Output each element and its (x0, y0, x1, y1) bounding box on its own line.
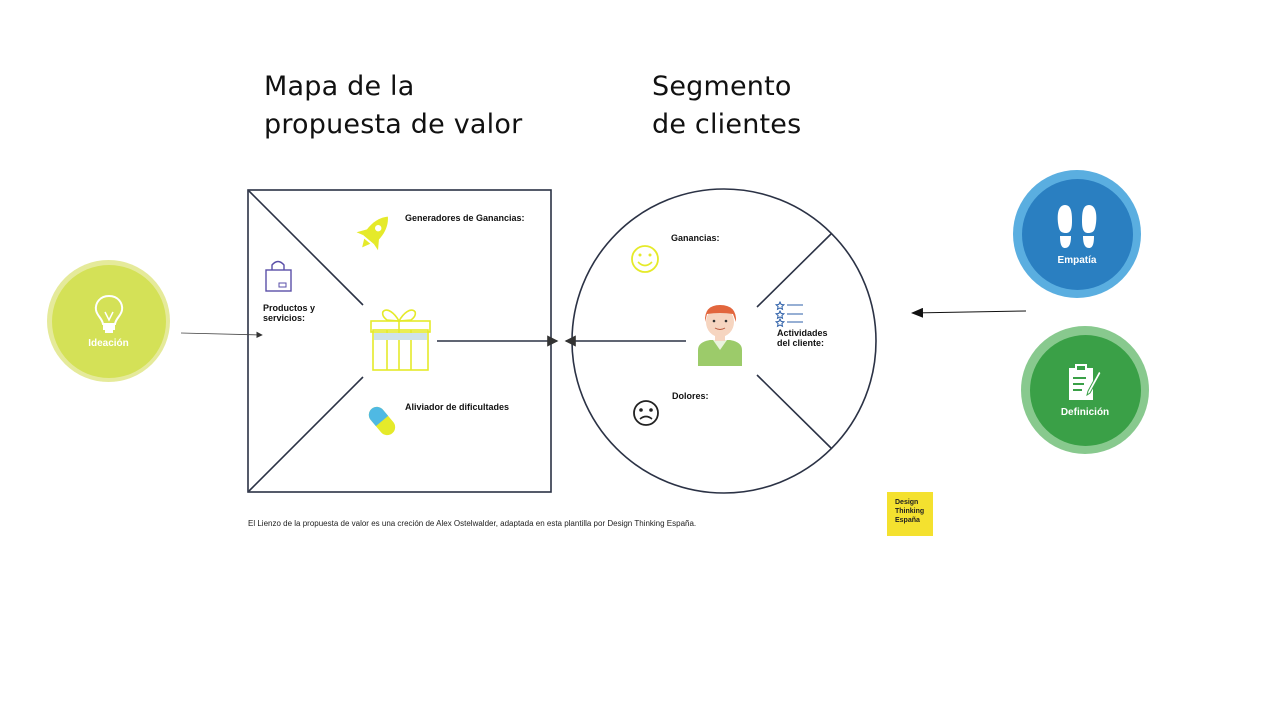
clipboard-edit-icon (1069, 363, 1102, 400)
empathy-phase-button[interactable]: Empatía (1013, 170, 1141, 298)
pain-relievers-label: Aliviador de dificultades (405, 402, 510, 412)
empathy-label: Empatía (1057, 254, 1097, 266)
checklist-icon (774, 300, 803, 328)
shopping-bag-icon (265, 260, 292, 292)
rocket-icon (356, 216, 388, 251)
lightbulb-icon (94, 294, 123, 333)
sad-face-icon (633, 400, 659, 426)
canvas-credit-text: El Lienzo de la propuesta de valor es un… (248, 519, 697, 528)
definition-phase-button[interactable]: Definición (1021, 326, 1149, 454)
empathy-arrow (911, 307, 1027, 318)
customer-jobs-label: Actividades del cliente: (777, 328, 828, 348)
definition-label: Definición (1060, 406, 1110, 418)
customer-avatar-icon (698, 305, 742, 366)
customer-profile-circle (564, 188, 877, 494)
footprints-icon (1057, 204, 1097, 248)
gains-label: Ganancias: (671, 233, 720, 243)
gain-creators-label: Generadores de Ganancias: (405, 213, 525, 223)
pains-label: Dolores: (672, 391, 709, 401)
pill-icon (368, 406, 396, 436)
value-map-title: Mapa de la propuesta de valor (264, 71, 523, 140)
design-thinking-espana-logo: Design Thinking España (887, 492, 933, 536)
ideation-arrow (180, 331, 263, 339)
customer-segment-title: Segmento de clientes (652, 71, 802, 140)
products-services-label: Productos y servicios: (263, 303, 316, 323)
gift-icon (370, 309, 431, 371)
smiley-icon (631, 245, 659, 273)
ideation-phase-button[interactable]: Ideación (47, 260, 170, 382)
value-map-square (247, 189, 559, 493)
ideation-label: Ideación (88, 337, 129, 349)
